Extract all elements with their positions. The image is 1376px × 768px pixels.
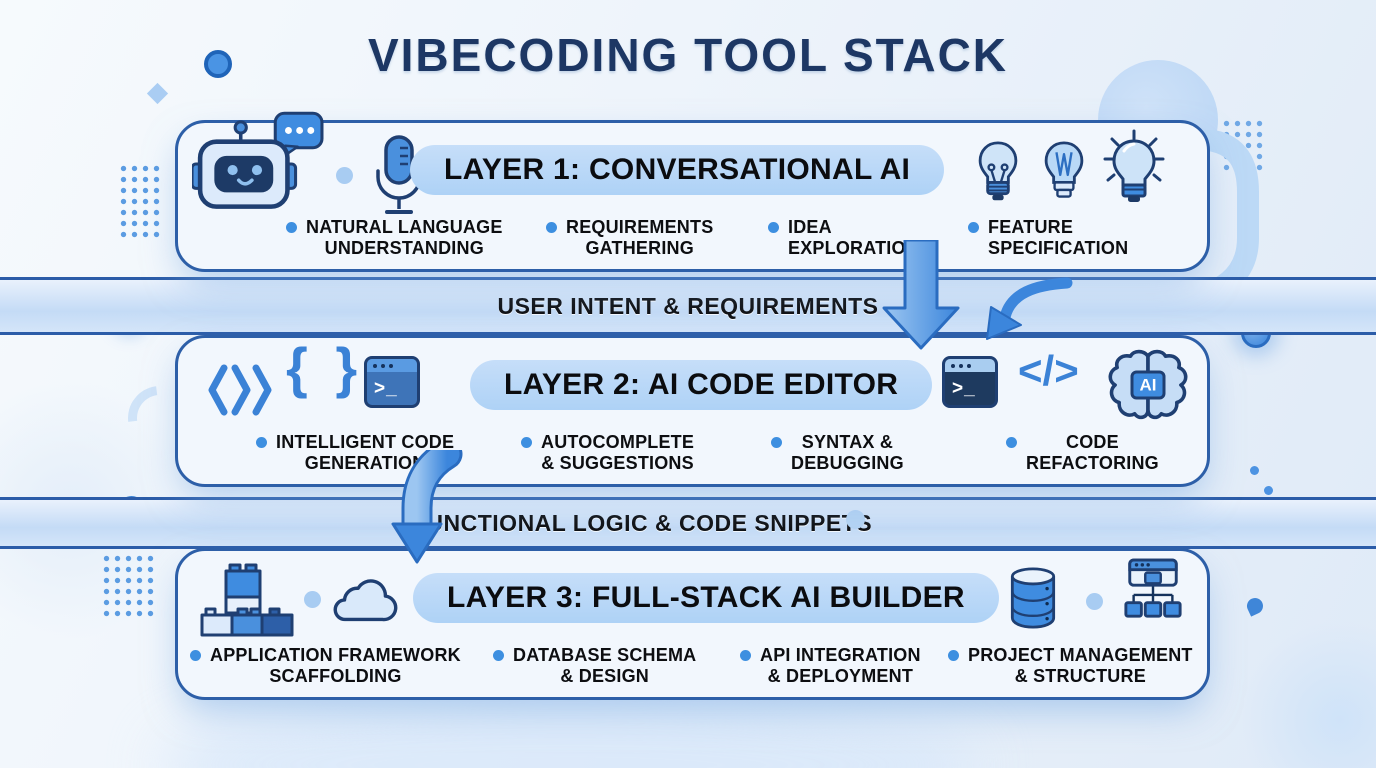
connector-band-2: FUNCTIONAL LOGIC & CODE SNIPPETS [0,497,1376,549]
arrow-layer1-to-layer2 [882,240,960,350]
bullet-line: GATHERING [585,238,694,259]
bullet-line: CODE [1066,432,1119,452]
bullet-line: REFACTORING [1026,453,1159,474]
layer-1-heading: LAYER 1: CONVERSATIONAL AI [444,153,911,186]
bullet-line: NATURAL LANGUAGE [306,217,503,237]
layer-3-heading-pill: LAYER 3: FULL-STACK AI BUILDER [413,573,999,623]
decor-teardrop [1244,595,1266,617]
bullet-autocomplete-suggestions: AUTOCOMPLETE& SUGGESTIONS [521,432,694,474]
connector-1-label: USER INTENT & REQUIREMENTS [497,292,879,319]
braces-icon: { } [286,336,364,399]
ai-brain-icon: AI [1106,348,1190,422]
bullet-line: APPLICATION FRAMEWORK [210,645,461,665]
bullet-line: REQUIREMENTS [566,217,714,237]
database-icon [1008,567,1058,629]
dot-grid [118,163,162,238]
bullet-dot-icon [546,222,557,233]
terminal-prompt: >_ [374,378,398,399]
dot-grid [101,553,156,617]
layer-2-card: { } >_ LAYER 2: AI CODE EDITOR >_ </> AI… [175,335,1210,487]
bullet-dot-icon [286,222,297,233]
decor-dot [1250,466,1259,475]
bullet-line: UNDERSTANDING [324,238,484,259]
building-blocks-icon [200,563,296,637]
lightbulb-icon [976,141,1020,205]
curved-arrow-into-layer2 [986,277,1073,340]
bullet-dot-icon [768,222,779,233]
terminal-titlebar [367,359,417,372]
layer-3-card: LAYER 3: FULL-STACK AI BUILDER [175,548,1210,700]
cloud-icon [326,573,400,625]
bullet-line: SYNTAX & [801,432,894,452]
bullet-line: PROJECT MANAGEMENT [968,645,1193,665]
code-slash-icon: </> [1018,347,1079,394]
decor-circle [204,50,232,78]
lightbulb-rays-icon [1102,129,1166,205]
layer-2-heading: LAYER 2: AI CODE EDITOR [504,368,899,401]
bullet-line: & DEPLOYMENT [767,666,914,687]
decor-dot [304,591,321,608]
bullet-dot-icon [256,437,267,448]
layer-2-heading-pill: LAYER 2: AI CODE EDITOR [470,360,933,410]
page-title: VIBECODING TOOL STACK [367,29,1009,81]
layer-1-heading-pill: LAYER 1: CONVERSATIONAL AI [410,145,945,195]
bullet-line: & DESIGN [560,666,649,687]
bullet-line: IDEA [788,217,832,237]
terminal-dark-icon: >_ [942,356,998,408]
bullet-line: AUTOCOMPLETE [541,432,695,452]
bullet-dot-icon [771,437,782,448]
bullet-line: INTELLIGENT CODE [276,432,455,452]
decor-diamond [146,82,169,105]
sitemap-icon [1122,557,1184,627]
bullet-line: DATABASE SCHEMA [513,645,697,665]
bullet-syntax-debugging: SYNTAX &DEBUGGING [771,432,904,474]
lightbulb-filament-icon [1042,141,1086,205]
bullet-dot-icon [190,650,201,661]
connector-band-1: USER INTENT & REQUIREMENTS [0,277,1376,335]
bullet-project-management-structure: PROJECT MANAGEMENT& STRUCTURE [948,645,1193,687]
ai-label: AI [1130,370,1166,400]
decor-blob [160,690,980,768]
decor-dot [336,167,353,184]
code-chevrons-icon [208,364,274,416]
layer-1-card: LAYER 1: CONVERSATIONAL AI [175,111,1210,272]
layer-3-heading: LAYER 3: FULL-STACK AI BUILDER [447,581,965,614]
terminal-titlebar [945,359,995,372]
bullet-line: SCAFFOLDING [269,666,402,687]
bullet-line: API INTEGRATION [760,645,921,665]
bullet-dot-icon [740,650,751,661]
bullet-dot-icon [948,650,959,661]
bullet-line: EXPLORATION [788,238,919,259]
bullet-line: GENERATION [304,453,426,474]
bullet-line: SPECIFICATION [988,238,1129,259]
arrow-layer2-to-layer3 [391,450,463,564]
bullet-dot-icon [493,650,504,661]
connector-2-label: FUNCTIONAL LOGIC & CODE SNIPPETS [411,509,873,536]
bullet-dot-icon [1006,437,1017,448]
bullet-dot-icon [521,437,532,448]
bullet-line: FEATURE [988,217,1074,237]
bullet-database-schema-design: DATABASE SCHEMA& DESIGN [493,645,696,687]
bullet-line: DEBUGGING [791,453,904,474]
decor-dot [846,510,865,529]
bullet-line: & SUGGESTIONS [541,453,694,474]
decor-blob [1240,620,1376,768]
terminal-prompt: >_ [952,378,976,399]
bullet-line: & STRUCTURE [1014,666,1146,687]
bullet-api-integration-deployment: API INTEGRATION& DEPLOYMENT [740,645,921,687]
decor-dot [1086,593,1103,610]
terminal-icon: >_ [364,356,420,408]
decor-dot [1264,486,1273,495]
bullet-dot-icon [968,222,979,233]
robot-icon [190,111,324,217]
